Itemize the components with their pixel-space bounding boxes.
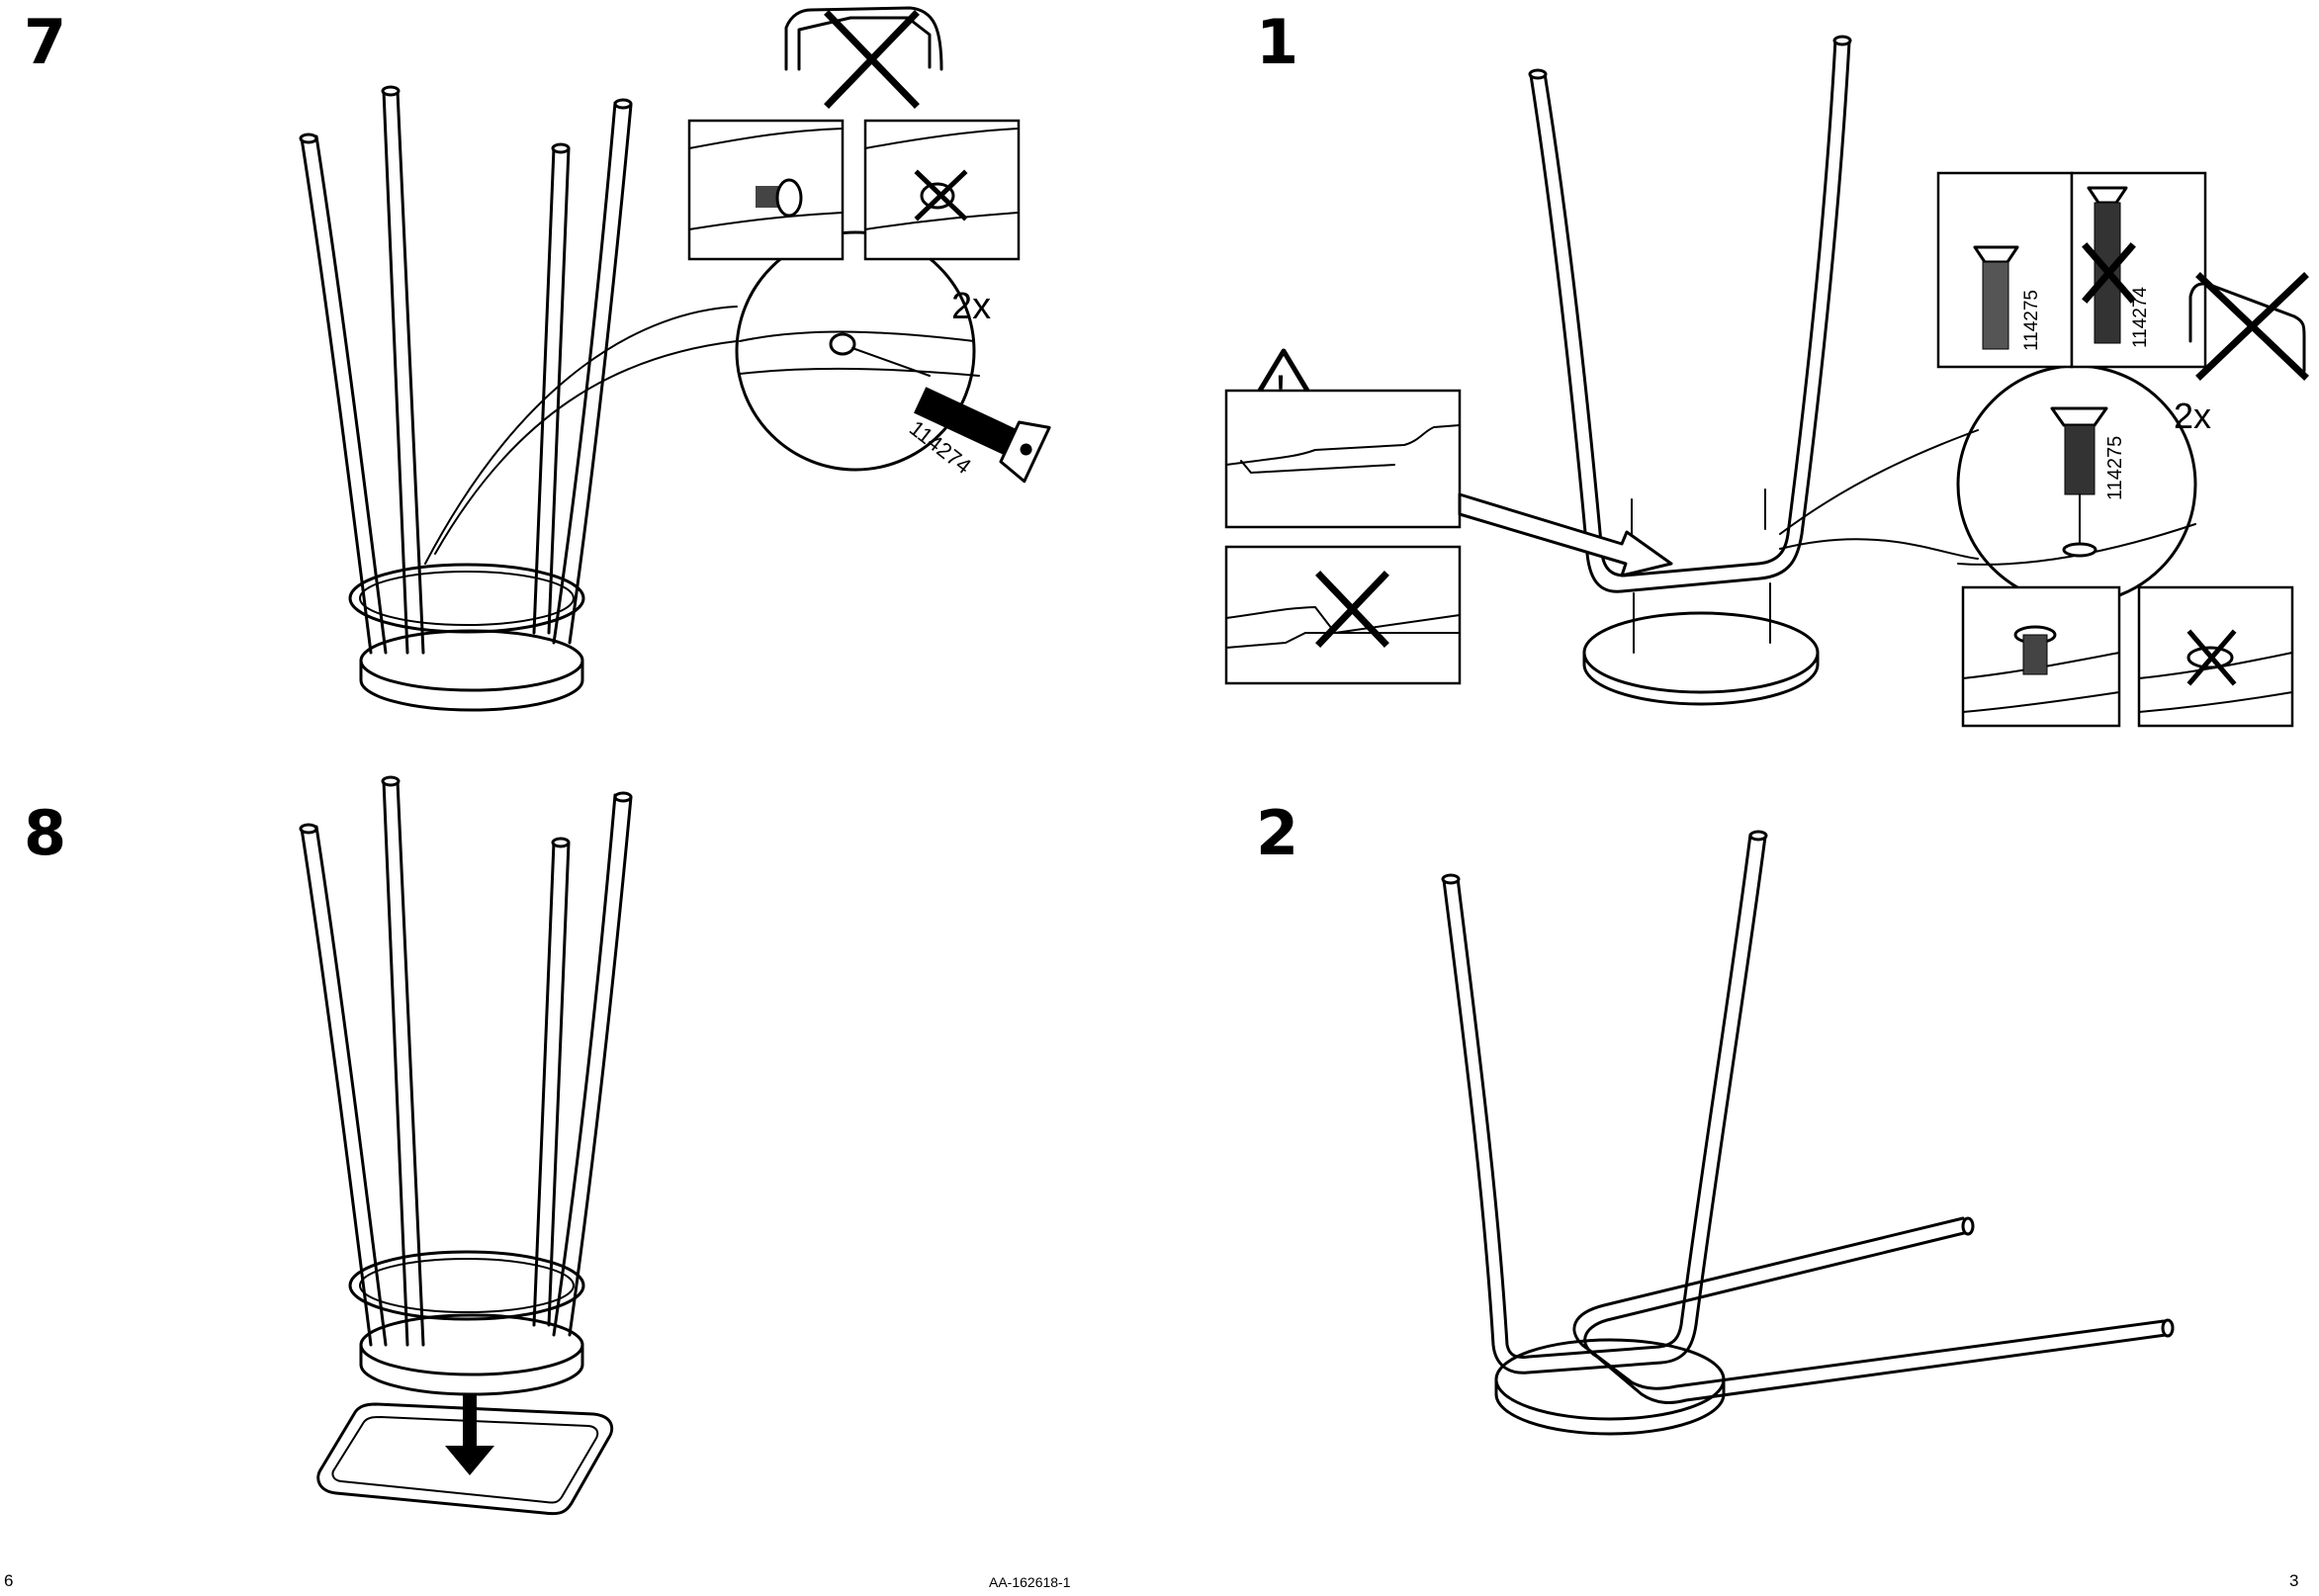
page-number-right: 3 bbox=[2289, 1572, 2298, 1589]
step1-part-comparison: 114275 114274 bbox=[1938, 173, 2304, 376]
step2-seat-and-legs bbox=[1443, 832, 2173, 1434]
step8-stool-frame bbox=[301, 777, 631, 1514]
step1-screw-detail: 2x 114275 bbox=[1780, 366, 2211, 603]
qty-label-step7: 2x bbox=[951, 286, 991, 327]
step7-screw-detail: 2x 114274 bbox=[425, 232, 1049, 564]
page-number-left: 6 bbox=[4, 1572, 13, 1589]
document-code: AA-162618-1 bbox=[989, 1575, 1071, 1589]
step7-comparison-panels bbox=[689, 8, 1019, 259]
part-number-114274: 114274 bbox=[2130, 287, 2151, 348]
step1-seat-and-leg bbox=[1530, 37, 1850, 704]
qty-label-step1: 2x bbox=[2174, 396, 2211, 436]
part-number-detail: 114275 bbox=[2104, 436, 2126, 500]
part-number-114275: 114275 bbox=[2021, 290, 2042, 351]
step1-head-check-panels bbox=[1963, 587, 2292, 726]
step7-stool-frame bbox=[301, 87, 631, 710]
